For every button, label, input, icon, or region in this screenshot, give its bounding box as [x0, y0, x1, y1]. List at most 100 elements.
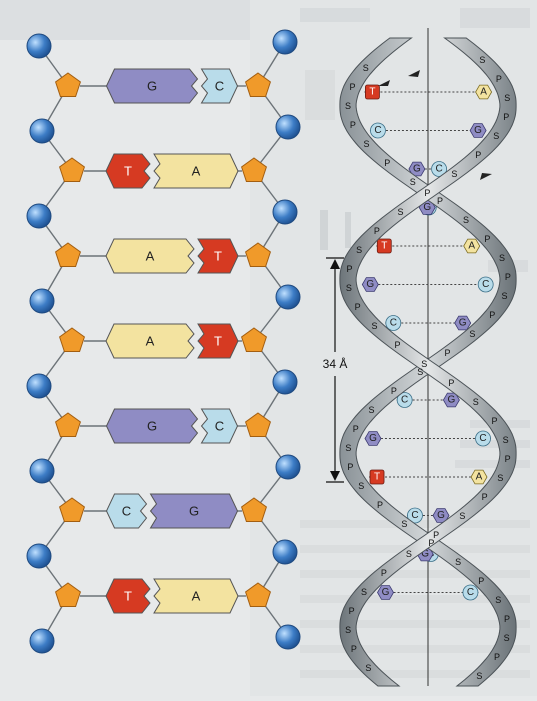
base-label: T: [124, 589, 132, 604]
helix-base-label: C: [467, 587, 474, 598]
phosphate-circle: [273, 200, 297, 224]
phosphate-circle: [276, 115, 300, 139]
helix-base-label: C: [479, 433, 486, 444]
phosphate-label: P: [350, 120, 356, 130]
base-label: T: [214, 334, 222, 349]
phosphate-circle: [27, 34, 51, 58]
phosphate-label: P: [349, 606, 355, 616]
helix-base-label: G: [423, 202, 431, 213]
phosphate-label: P: [391, 386, 397, 396]
helix-base-label: C: [390, 318, 397, 329]
sugar-label: S: [504, 633, 510, 643]
base-label: C: [215, 79, 224, 94]
phosphate-circle: [30, 289, 54, 313]
base-label: C: [215, 419, 224, 434]
sugar-label: S: [451, 169, 457, 179]
helix-base-label: C: [401, 395, 408, 406]
sugar-label: S: [479, 55, 485, 65]
sugar-label: S: [421, 359, 427, 369]
phosphate-label: P: [437, 196, 443, 206]
phosphate-label: P: [503, 112, 509, 122]
sugar-label: S: [473, 397, 479, 407]
phosphate-label: P: [351, 644, 357, 654]
sugar-label: S: [463, 215, 469, 225]
phosphate-label: P: [424, 188, 430, 198]
base-label: A: [146, 334, 155, 349]
phosphate-circle: [27, 374, 51, 398]
phosphate-label: P: [494, 652, 500, 662]
phosphate-label: P: [505, 272, 511, 282]
phosphate-label: P: [489, 310, 495, 320]
phosphate-label: P: [353, 424, 359, 434]
sugar-label: S: [503, 435, 509, 445]
pitch-label: 34 Å: [323, 356, 348, 371]
helix-base-label: A: [480, 87, 487, 98]
sugar-label: S: [371, 321, 377, 331]
helix-base-label: G: [382, 587, 390, 598]
base-label: T: [124, 164, 132, 179]
phosphate-label: P: [355, 302, 361, 312]
base-label: G: [189, 504, 199, 519]
base-label: A: [146, 249, 155, 264]
phosphate-label: P: [377, 500, 383, 510]
sugar-label: S: [345, 101, 351, 111]
phosphate-circle: [273, 30, 297, 54]
base-label: G: [147, 79, 157, 94]
sugar-label: S: [469, 329, 475, 339]
sugar-label: S: [495, 595, 501, 605]
helix-base-label: C: [435, 164, 442, 175]
helix-base-label: T: [374, 472, 380, 483]
phosphate-circle: [276, 455, 300, 479]
sugar-label: S: [401, 519, 407, 529]
helix-base-label: G: [447, 395, 455, 406]
phosphate-circle: [276, 285, 300, 309]
phosphate-label: P: [433, 530, 439, 540]
sugar-label: S: [361, 587, 367, 597]
phosphate-label: P: [347, 462, 353, 472]
phosphate-circle: [30, 459, 54, 483]
sugar-label: S: [497, 473, 503, 483]
helix-base-label: G: [474, 125, 482, 136]
phosphate-circle: [273, 540, 297, 564]
phosphate-circle: [30, 119, 54, 143]
sugar-label: S: [356, 245, 362, 255]
phosphate-label: P: [395, 340, 401, 350]
sugar-label: S: [476, 671, 482, 681]
sugar-label: S: [358, 481, 364, 491]
phosphate-label: P: [478, 576, 484, 586]
helix-base-label: A: [476, 472, 483, 483]
sugar-label: S: [363, 139, 369, 149]
sugar-label: S: [369, 405, 375, 415]
base-label: G: [147, 419, 157, 434]
sugar-label: S: [398, 207, 404, 217]
phosphate-label: P: [384, 158, 390, 168]
phosphate-label: P: [444, 348, 450, 358]
sugar-label: S: [502, 291, 508, 301]
sugar-label: S: [493, 131, 499, 141]
sugar-label: S: [499, 253, 505, 263]
helix-base-label: G: [437, 510, 445, 521]
helix-base-label: C: [374, 125, 381, 136]
sugar-label: S: [455, 557, 461, 567]
sugar-label: S: [459, 511, 465, 521]
sugar-label: S: [406, 549, 412, 559]
phosphate-label: P: [504, 614, 510, 624]
sugar-label: S: [346, 283, 352, 293]
phosphate-label: P: [475, 150, 481, 160]
base-label: C: [122, 504, 131, 519]
phosphate-label: P: [492, 416, 498, 426]
phosphate-label: P: [448, 378, 454, 388]
sugar-label: S: [363, 63, 369, 73]
phosphate-circle: [27, 204, 51, 228]
helix-base-label: G: [413, 164, 421, 175]
base-label: A: [192, 589, 201, 604]
helix-base-label: T: [369, 87, 375, 98]
phosphate-label: P: [482, 492, 488, 502]
phosphate-circle: [273, 370, 297, 394]
sugar-label: S: [410, 177, 416, 187]
helix-base-label: G: [369, 433, 377, 444]
helix-base-label: C: [411, 510, 418, 521]
sugar-label: S: [345, 443, 351, 453]
